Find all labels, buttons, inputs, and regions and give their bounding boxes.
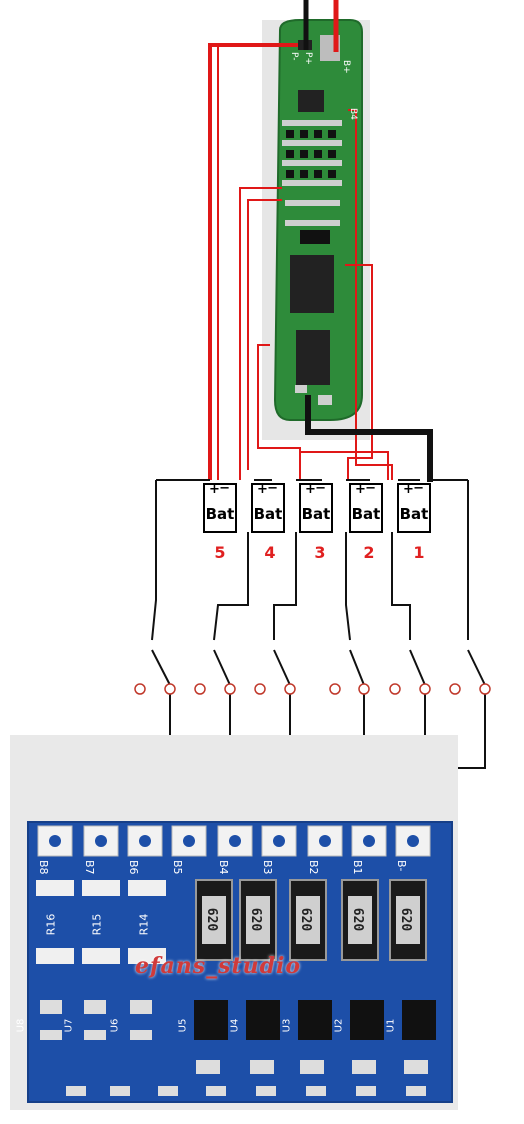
watermark: efans_studio: [135, 953, 302, 979]
battery-plus-label: +: [257, 482, 268, 497]
pad-label-b2: B2: [307, 860, 320, 875]
battery-number-3: 3: [314, 543, 326, 562]
ic-label-u7: U7: [63, 1018, 75, 1033]
battery-plus-label: +: [305, 482, 316, 497]
battery-number-4: 4: [264, 543, 276, 562]
shunt-label-4: 620: [350, 907, 366, 932]
pad-label-b3: B3: [261, 860, 274, 875]
battery-minus-label: −: [267, 481, 278, 496]
pad-label-b5: B5: [171, 860, 184, 875]
resistor-label-r16: R16: [44, 913, 58, 936]
battery-number-5: 5: [214, 543, 226, 562]
battery-label: Bat: [205, 505, 235, 523]
ic-label-u3: U3: [281, 1018, 293, 1033]
resistor-label-r15: R15: [90, 913, 104, 936]
shunt-label-3: 620: [298, 907, 314, 932]
battery-minus-label: −: [219, 481, 230, 496]
ic-label-u2: U2: [333, 1018, 345, 1033]
shunt-label-2: 620: [248, 907, 264, 932]
bms-pad-label-p-plus: P+: [303, 52, 313, 65]
pad-label-b-minus: B-: [395, 860, 408, 872]
battery-label: Bat: [351, 505, 381, 523]
battery-plus-label: +: [355, 482, 366, 497]
battery-label: Bat: [301, 505, 331, 523]
bms-board: [262, 19, 370, 440]
battery-plus-label: +: [403, 482, 414, 497]
battery-number-1: 1: [413, 543, 425, 562]
battery-label: Bat: [253, 505, 283, 523]
shunt-label-1: 620: [204, 907, 220, 932]
ic-label-u1: U1: [385, 1018, 397, 1033]
battery-minus-label: −: [413, 481, 424, 496]
battery-minus-label: −: [365, 481, 376, 496]
pad-label-b4: B4: [217, 860, 230, 875]
battery-1: + − Bat: [397, 481, 431, 533]
pad-label-b7: B7: [83, 860, 96, 875]
battery-4: + − Bat: [251, 481, 285, 533]
bms-wires: [208, 0, 433, 482]
bms-pad-label-p-minus: P-: [289, 52, 299, 61]
bms-pad-label-b4: B4: [348, 108, 358, 120]
pad-label-b1: B1: [351, 860, 364, 875]
shunt-label-5: 620: [398, 907, 414, 932]
battery-plus-label: +: [209, 482, 220, 497]
battery-5: + − Bat: [203, 481, 237, 533]
ic-label-u4: U4: [229, 1018, 241, 1033]
balancer-board: [10, 735, 458, 1110]
battery-minus-label: −: [315, 481, 326, 496]
ic-label-u8: U8: [15, 1018, 27, 1033]
pad-label-b6: B6: [127, 860, 140, 875]
bms-pad-label-b-plus: B+: [341, 60, 351, 74]
switch-contacts: [134, 683, 491, 695]
pad-label-b8: B8: [37, 860, 50, 875]
battery-label: Bat: [399, 505, 429, 523]
battery-2: + − Bat: [349, 481, 383, 533]
battery-number-2: 2: [363, 543, 375, 562]
ic-label-u6: U6: [109, 1018, 121, 1033]
battery-3: + − Bat: [299, 481, 333, 533]
ic-label-u5: U5: [177, 1018, 189, 1033]
resistor-label-r14: R14: [137, 913, 151, 936]
